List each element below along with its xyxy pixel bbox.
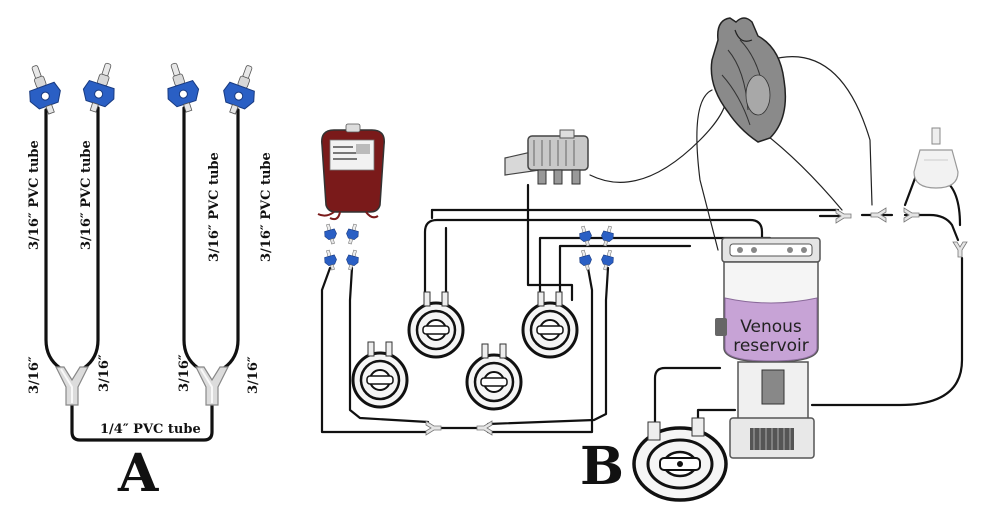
tube-label: 3/16″ — [246, 356, 261, 394]
luer-connector-icon — [77, 58, 125, 117]
y-connector-icon — [952, 241, 968, 258]
tube-label: 3/16″ — [27, 356, 42, 394]
pvc-tube-a2 — [82, 106, 100, 370]
tube-label: 3/16″ PVC tube — [79, 140, 94, 250]
bubble-trap-icon — [913, 127, 959, 189]
reservoir-label: Venous — [740, 317, 802, 337]
luer-connector-icon — [576, 248, 595, 272]
reservoir-label: reservoir — [733, 336, 809, 356]
venous-reservoir-icon: Venous reservoir — [715, 237, 821, 459]
luer-connector-icon — [18, 60, 68, 120]
panel-a: 3/16″ PVC tube 3/16″ PVC tube 3/16″ PVC … — [18, 58, 274, 504]
tube-label: 3/16″ PVC tube — [27, 140, 42, 250]
roller-pump-icon — [632, 417, 728, 502]
tube-label: 3/16″ PVC tube — [207, 152, 222, 262]
luer-connector-icon — [576, 224, 595, 248]
y-connector-icon — [425, 420, 442, 436]
y-connector-icon — [55, 366, 89, 406]
pvc-tube-a4 — [222, 108, 240, 370]
luer-connector-icon — [157, 58, 205, 117]
panel-letter-b: B — [580, 436, 624, 497]
pvc-tube-a1 — [44, 108, 62, 370]
y-connector-icon — [195, 366, 229, 406]
panel-b: Venous reservoir B — [317, 17, 968, 502]
y-connector-icon — [476, 420, 493, 436]
luer-connector-icon — [321, 222, 340, 246]
heart-icon — [710, 17, 787, 143]
roller-pump-icon — [351, 340, 409, 409]
heat-exchanger-icon — [504, 129, 589, 185]
tube-label: 3/16″ PVC tube — [259, 152, 274, 262]
blood-bag-icon — [317, 123, 385, 221]
pvc-tube-a3 — [182, 106, 200, 370]
pvc-tube-a-bottom — [70, 403, 214, 442]
luer-connector-icon — [598, 224, 617, 248]
tube-label: 3/16″ — [177, 354, 192, 392]
roller-pump-icon — [521, 290, 579, 359]
luer-connector-icon — [343, 222, 362, 246]
panel-letter-a: A — [117, 443, 159, 504]
roller-pump-icon — [465, 342, 523, 411]
roller-pump-icon — [407, 290, 465, 359]
tube-label: 3/16″ — [97, 354, 112, 392]
luer-connector-icon — [216, 60, 266, 120]
tube-label: 1/4″ PVC tube — [100, 422, 201, 437]
